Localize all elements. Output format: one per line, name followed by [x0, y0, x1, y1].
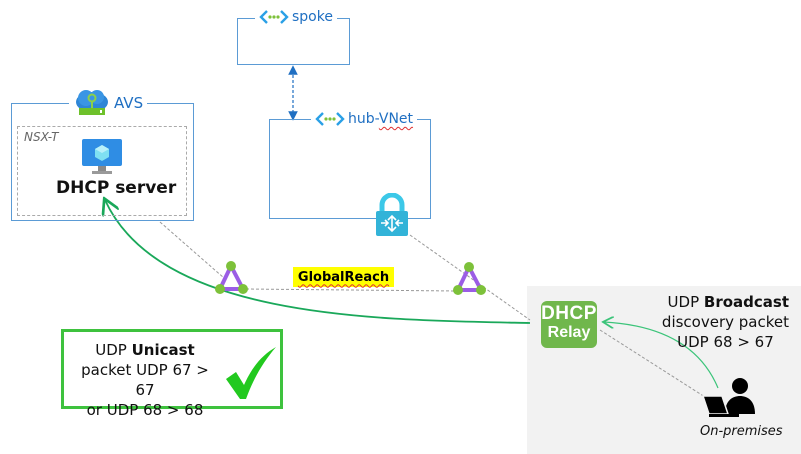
unicast-line1: UDP Unicast [70, 340, 220, 360]
unicast-line2: packet UDP 67 > 67 [81, 361, 209, 399]
nsx-t-box [17, 126, 187, 216]
unicast-text: UDP Unicast packet UDP 67 > 67 or UDP 68… [70, 340, 220, 420]
vnet-icon [259, 10, 289, 24]
globalreach-link-line [245, 288, 457, 292]
hub-vnet-text-value: hub-VNet [348, 111, 414, 127]
spoke-box [237, 18, 350, 65]
hub-vnet-text: hub-VNet [348, 111, 413, 127]
nsx-t-label: NSX-T [24, 130, 59, 144]
unicast-line3: or UDP 68 > 68 [86, 401, 204, 419]
globalreach-label: GlobalReach [293, 267, 394, 287]
dhcp-relay-line1: DHCP [541, 303, 597, 324]
spoke-text: spoke [292, 9, 333, 25]
dhcp-relay-badge: DHCP Relay [541, 301, 597, 348]
avs-label: AVS [69, 88, 148, 118]
relay-to-onprem-line [599, 329, 706, 398]
broadcast-arrow [604, 322, 719, 389]
on-premises-label: On-premises [700, 424, 783, 439]
unicast-arrow [105, 200, 531, 324]
broadcast-prefix: UDP [667, 293, 704, 311]
vnet-icon [315, 112, 345, 126]
vm-monitor-icon [82, 139, 122, 174]
broadcast-line3: UDP 68 > 67 [677, 333, 774, 351]
broadcast-bold: Broadcast [703, 293, 789, 311]
user-laptop-icon [701, 378, 755, 417]
vpn-gateway-lock-icon [376, 193, 408, 236]
broadcast-note: UDP Broadcast discovery packet UDP 68 > … [662, 292, 789, 352]
expressroute-triangle-icon-right [453, 262, 486, 295]
avs-text: AVS [114, 94, 144, 112]
broadcast-line1: UDP Broadcast [662, 292, 789, 312]
spoke-label: spoke [255, 9, 337, 25]
checkmark-icon [226, 347, 276, 399]
unicast-prefix: UDP [95, 341, 132, 359]
avs-to-globalreach-line [159, 221, 225, 279]
dhcp-server-label: DHCP server [56, 178, 177, 198]
broadcast-line2: discovery packet [661, 313, 789, 331]
hub-vnet-text-underlined: VNet [378, 111, 414, 127]
unicast-bold: Unicast [131, 341, 195, 359]
dhcp-relay-line2: Relay [547, 324, 591, 341]
hub-vnet-label: hub-VNet [311, 111, 418, 127]
avs-cloud-icon [76, 90, 108, 115]
expressroute-triangle-icon-left [215, 261, 248, 294]
gateway-to-relay-line [409, 234, 531, 321]
